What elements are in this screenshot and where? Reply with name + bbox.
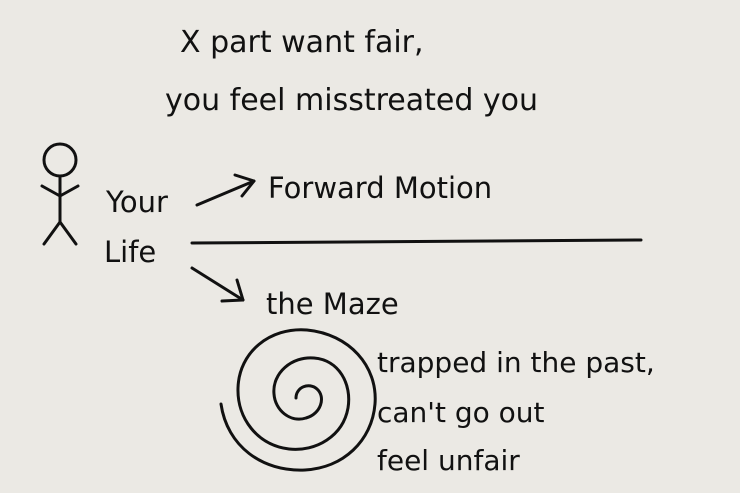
subject-label-line-2: Life [104, 235, 156, 269]
forward-line [190, 238, 643, 245]
forward-arrow-icon [195, 173, 256, 207]
maze-note-3: feel unfair [377, 444, 520, 477]
subject-label-line-1: Your [105, 185, 168, 219]
stick-figure-icon [40, 142, 80, 246]
maze-arrow-icon [190, 266, 245, 303]
maze-note-1: trapped in the past, [377, 346, 655, 379]
maze-note-2: can't go out [377, 396, 545, 429]
maze-label: the Maze [266, 287, 399, 321]
forward-motion-label: Forward Motion [268, 171, 492, 205]
heading-line-2: you feel misstreated you [165, 83, 538, 118]
spiral-icon [219, 328, 377, 472]
heading-line-1: X part want fair, [180, 25, 424, 60]
